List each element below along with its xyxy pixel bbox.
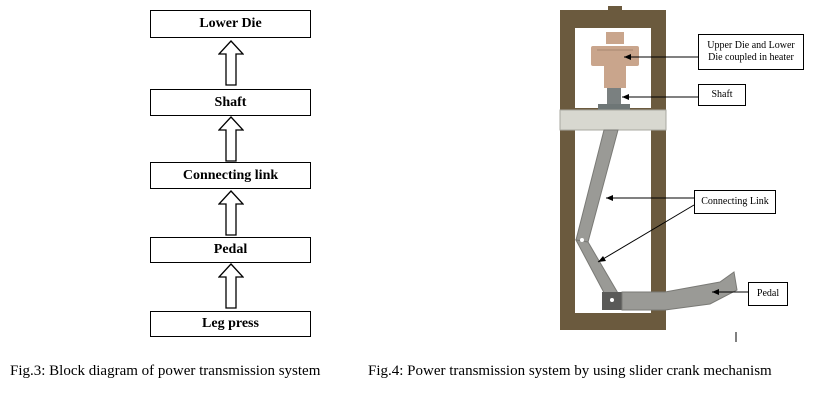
up-arrow-icon: [218, 190, 244, 236]
cross-plate: [559, 109, 667, 131]
block-connecting-link: Connecting link: [150, 162, 311, 189]
block-lower-die: Lower Die: [150, 10, 311, 38]
up-arrow-icon: [218, 116, 244, 162]
block-pedal: Pedal: [150, 237, 311, 263]
block-shaft: Shaft: [150, 89, 311, 116]
label-dies: Upper Die and Lower Die coupled in heate…: [698, 34, 804, 70]
connecting-link: [575, 129, 623, 305]
up-arrow-icon: [218, 40, 244, 86]
leader-line: [597, 204, 695, 263]
pedal: [602, 271, 738, 311]
label-shaft: Shaft: [698, 84, 746, 106]
block-leg-press: Leg press: [150, 311, 311, 337]
shaft: [598, 88, 630, 110]
die-assembly: [591, 32, 639, 88]
caption-fig3: Fig.3: Block diagram of power transmissi…: [10, 363, 321, 379]
label-pedal: Pedal: [748, 282, 788, 306]
caption-fig4: Fig.4: Power transmission system by usin…: [368, 363, 772, 379]
mechanism-drawing: [559, 6, 748, 342]
up-arrow-icon: [218, 263, 244, 309]
label-connecting-link: Connecting Link: [694, 190, 776, 214]
